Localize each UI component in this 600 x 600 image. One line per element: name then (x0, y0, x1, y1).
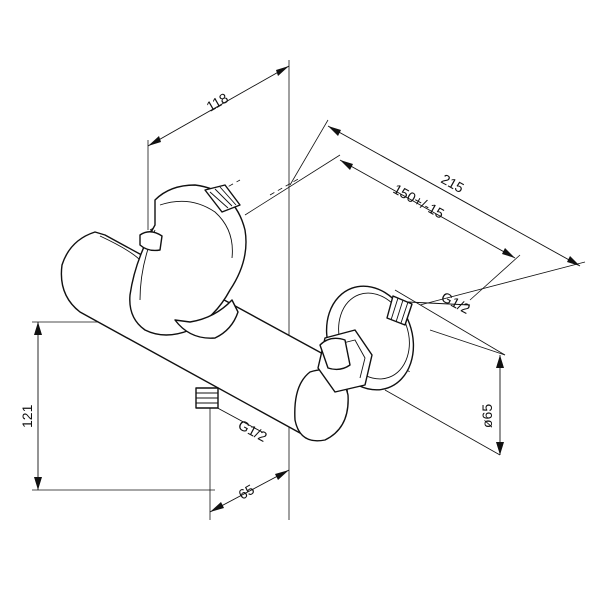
dim-150-label: 150+/-15 (391, 181, 448, 222)
dim-121-label: 121 (19, 404, 35, 428)
thread-bottom-label: G1/2 (236, 417, 270, 445)
extension-lines (32, 60, 586, 520)
dim-118-label: 118 (204, 89, 232, 114)
dim-215-label: 215 (439, 171, 467, 196)
bottom-inlet (195, 387, 219, 409)
leader-lines (211, 301, 471, 433)
dim-diameter-65-label: ø65 (479, 404, 495, 428)
wall-connection (317, 285, 415, 393)
handle-lever (129, 184, 247, 339)
dimension-lines (34, 65, 581, 513)
dim-65-label: 65 (236, 481, 258, 503)
